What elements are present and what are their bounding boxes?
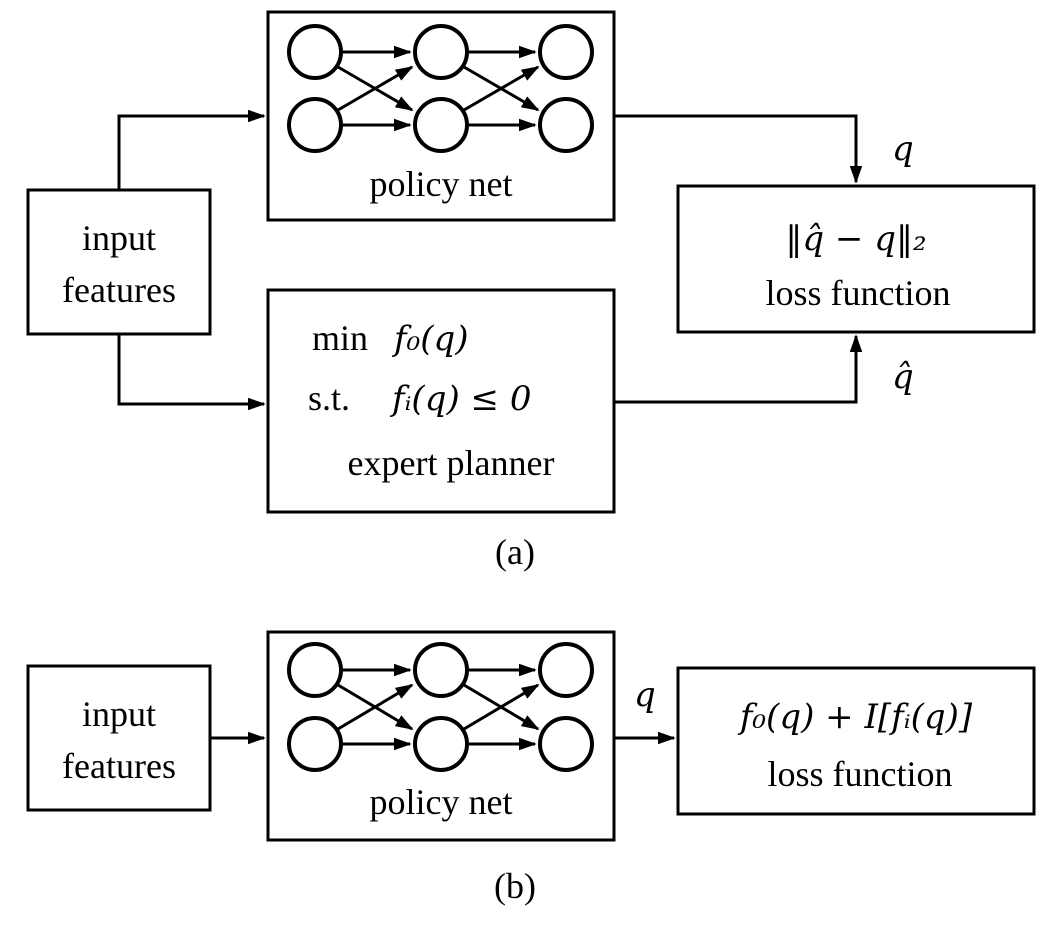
a-edge-qhat-label: q̂	[892, 357, 914, 397]
a-edge-q-label: q	[892, 129, 914, 169]
b-network-icon	[287, 642, 594, 772]
b-loss-expr: f₀(q) + I[fᵢ(q)]	[737, 697, 973, 737]
a-caption: (a)	[495, 532, 535, 572]
b-caption: (b)	[494, 866, 536, 906]
a-input-features-box	[26, 188, 212, 336]
a-policy-net-label: policy net	[370, 164, 513, 204]
a-edge-input-to-policy	[117, 109, 266, 190]
a-loss-expr: ‖q̂ − q‖₂	[785, 219, 926, 259]
a-objective-expr: f₀(q)	[391, 319, 469, 359]
b-policy-net-node: policy net	[266, 630, 616, 842]
a-loss-label: loss function	[766, 273, 951, 313]
b-edge-q-label: q	[634, 675, 656, 715]
a-edge-policy-to-loss	[614, 114, 863, 184]
a-constraint-prefix: s.t.	[308, 378, 350, 418]
b-input-line2: features	[62, 746, 176, 786]
a-network-icon	[287, 24, 594, 153]
b-input-features-node: input features	[26, 664, 212, 812]
a-edge-input-to-expert	[117, 334, 266, 411]
a-constraint-expr: fᵢ(q) ≤ 0	[389, 379, 531, 419]
b-policy-net-label: policy net	[370, 782, 513, 822]
a-policy-net-node: policy net	[266, 10, 616, 222]
a-expert-planner-box	[266, 288, 616, 514]
b-input-features-box	[26, 664, 212, 812]
a-input-features-node: input features	[26, 188, 212, 336]
a-loss-function-node: ‖q̂ − q‖₂ loss function	[676, 184, 1036, 334]
panel-b: input features policy net	[26, 630, 1036, 906]
a-objective-prefix: min	[312, 318, 368, 358]
b-loss-label: loss function	[768, 754, 953, 794]
a-loss-function-box	[676, 184, 1036, 334]
a-input-line2: features	[62, 270, 176, 310]
panel-a: input features policy net	[26, 10, 1036, 572]
a-input-line1: input	[82, 218, 156, 258]
a-edge-expert-to-loss	[614, 334, 863, 404]
b-loss-function-node: f₀(q) + I[fᵢ(q)] loss function	[676, 666, 1036, 816]
b-loss-function-box	[676, 666, 1036, 816]
a-expert-planner-node: min f₀(q) s.t. fᵢ(q) ≤ 0 expert planner	[266, 288, 616, 514]
a-expert-planner-label: expert planner	[348, 443, 555, 483]
b-input-line1: input	[82, 694, 156, 734]
